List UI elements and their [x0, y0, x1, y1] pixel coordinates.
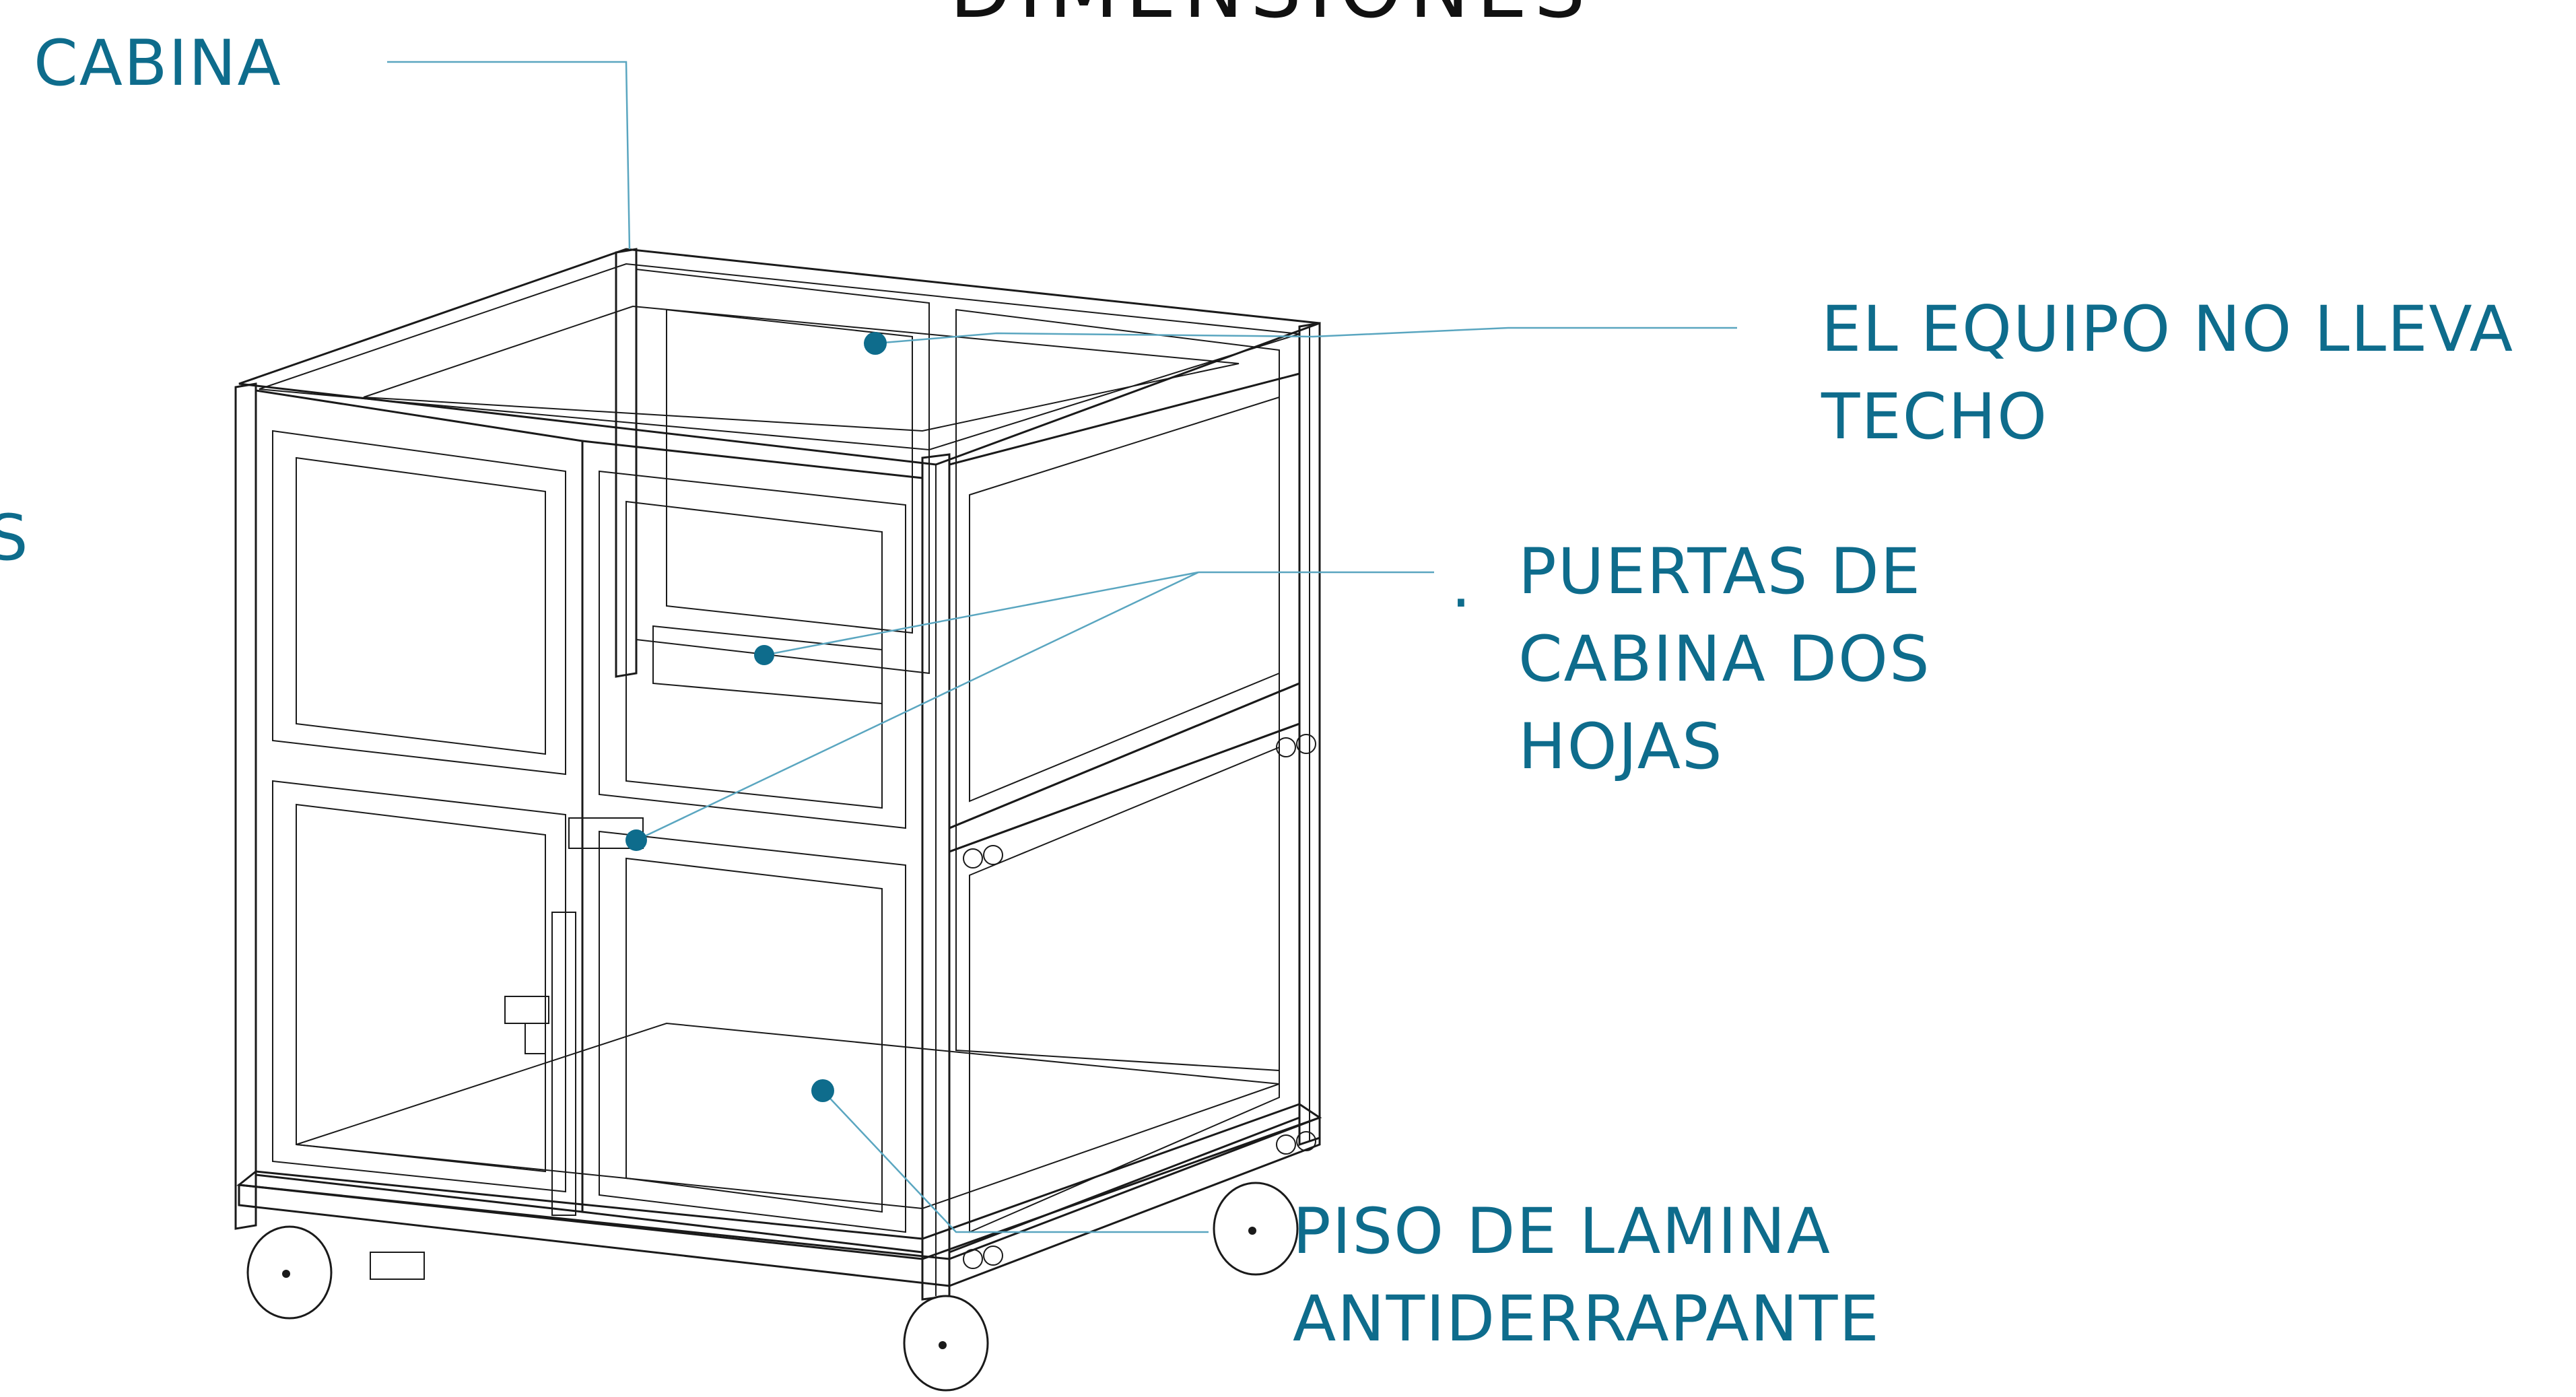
- label-cabina: CABINA: [34, 27, 282, 100]
- right-side-wall: [948, 372, 1301, 1254]
- label-puertas-line2: CABINA DOS: [1518, 623, 1931, 696]
- leader-lines: [387, 61, 1737, 1233]
- label-puertas-line1: PUERTAS DE: [1518, 535, 1922, 609]
- door-latch: [504, 817, 644, 1216]
- label-techo-line2: TECHO: [1821, 380, 2049, 454]
- front-door-right: [581, 440, 924, 1254]
- label-left-fragment: S: [0, 502, 30, 575]
- label-puertas-line3: HOJAS: [1518, 710, 1724, 784]
- page-title: DIMENSIONES: [949, 0, 1592, 36]
- corner-posts: [234, 248, 1321, 1301]
- label-piso-line2: ANTIDERRAPANTE: [1293, 1283, 1880, 1356]
- front-door-left: [255, 389, 584, 1213]
- base-frame: [236, 1022, 1322, 1287]
- side-bolts: [963, 734, 1316, 1269]
- label-puertas-bullet: .: [1451, 549, 1472, 622]
- caster-wheels: [246, 1182, 1299, 1392]
- label-piso-line1: PISO DE LAMINA: [1293, 1195, 1831, 1268]
- label-techo-line1: EL EQUIPO NO LLEVA: [1821, 293, 2515, 366]
- back-wall: [636, 268, 1280, 1072]
- top-frame: [238, 248, 1320, 466]
- callout-dots: [625, 332, 887, 1102]
